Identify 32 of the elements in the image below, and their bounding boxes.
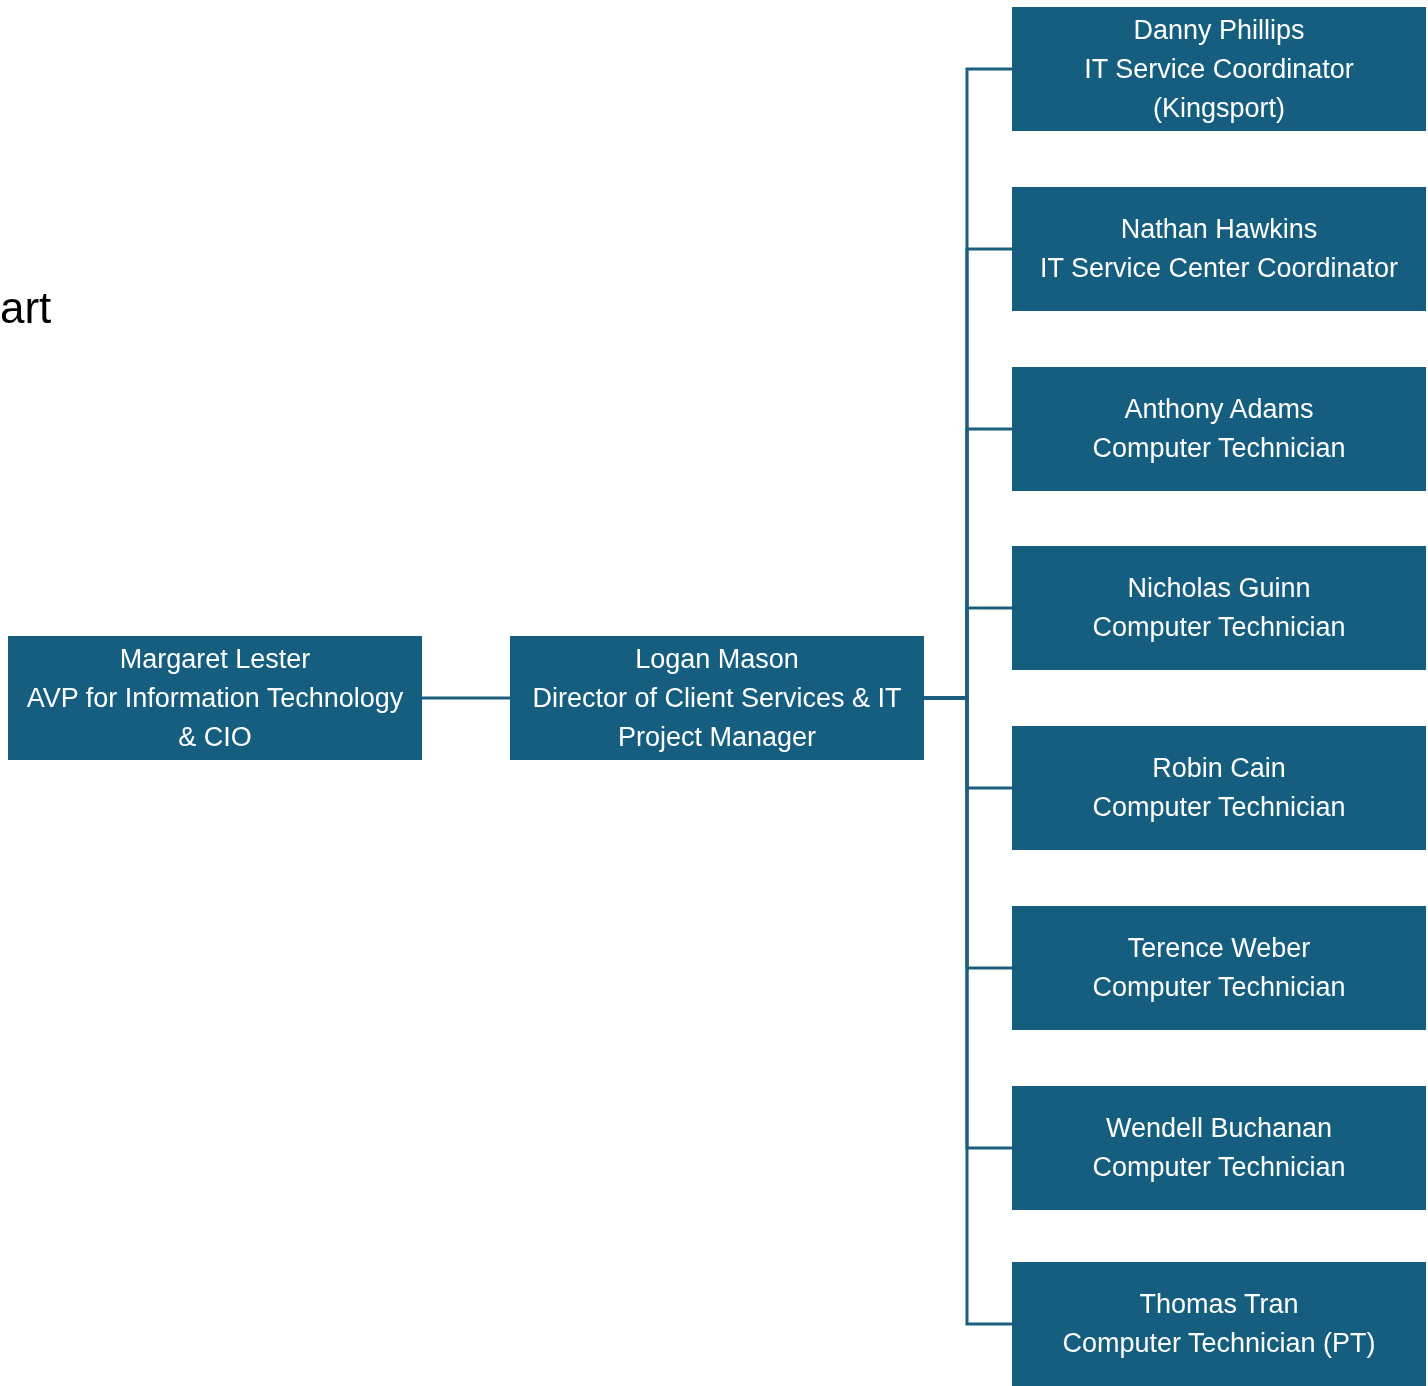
- person-name: Logan Mason: [635, 642, 799, 676]
- person-box: [1012, 187, 1426, 311]
- job-title: Computer Technician: [1092, 432, 1346, 465]
- person-name: Margaret Lester: [119, 642, 311, 676]
- person-name: Wendell Buchanan: [1105, 1112, 1333, 1145]
- person-name: Thomas Tran: [1139, 1288, 1299, 1321]
- person-box: [1012, 906, 1426, 1030]
- person-name: Anthony Adams: [1124, 393, 1314, 426]
- person-box: [510, 636, 924, 760]
- job-title: Computer Technician (PT): [1062, 1327, 1376, 1360]
- person-box: [1012, 546, 1426, 670]
- person-box: [1012, 1262, 1426, 1386]
- job-title: Director of Client Services & IT Project Manager: [531, 681, 903, 754]
- title-fragment: art: [0, 286, 52, 330]
- person-box: [8, 636, 422, 760]
- person-name: Robin Cain: [1152, 752, 1286, 785]
- job-title: Computer Technician: [1092, 791, 1346, 824]
- job-title: Computer Technician: [1092, 1151, 1346, 1184]
- job-title: Computer Technician: [1092, 971, 1346, 1004]
- person-name: Nathan Hawkins: [1120, 213, 1318, 246]
- connector-line: [422, 696, 510, 700]
- person-box: [1012, 7, 1426, 131]
- job-title: IT Service Center Coordinator: [1039, 252, 1399, 285]
- person-box: [1012, 367, 1426, 491]
- job-title: AVP for Information Technology & CIO: [25, 681, 405, 754]
- person-name: Nicholas Guinn: [1127, 572, 1311, 605]
- job-title: IT Service Coordinator (Kingsport): [1083, 52, 1355, 125]
- person-name: Terence Weber: [1127, 932, 1311, 965]
- person-name: Danny Phillips: [1133, 13, 1305, 47]
- person-box: [1012, 726, 1426, 850]
- person-box: [1012, 1086, 1426, 1210]
- job-title: Computer Technician: [1092, 611, 1346, 644]
